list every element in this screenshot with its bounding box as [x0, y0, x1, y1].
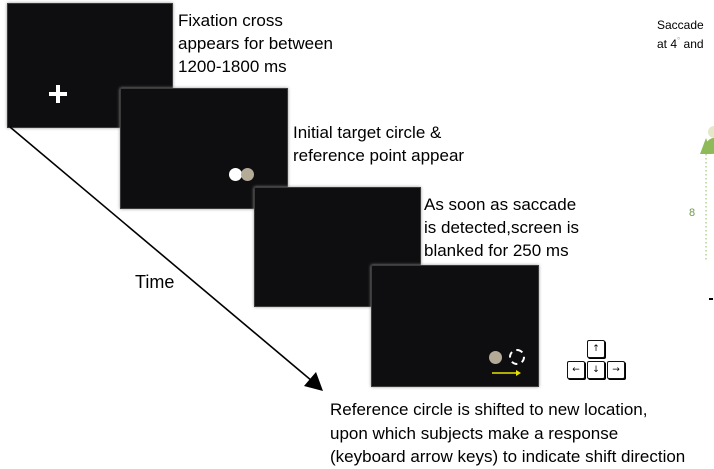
- degree-symbol: °: [677, 36, 681, 45]
- right-arrow-key-icon: →: [607, 361, 625, 379]
- shifted-location-circle: [509, 349, 525, 365]
- time-label: Time: [135, 272, 175, 292]
- shift-direction-arrow-icon: [492, 370, 521, 376]
- shift-screen: [372, 266, 538, 386]
- fixation-caption: Fixation cross appears for between 1200-…: [178, 11, 333, 76]
- side-green-circle: [706, 138, 714, 154]
- side-text-line2-prefix: at 4: [657, 37, 678, 51]
- time-arrow-head-icon: [304, 372, 323, 391]
- time-arrow-line: [9, 126, 313, 382]
- left-arrow-key-icon: ←: [567, 361, 585, 379]
- reference-circle: [489, 351, 502, 364]
- side-text-line1: Saccade: [657, 18, 704, 32]
- reference-circle: [241, 168, 254, 181]
- initial-caption: Initial target circle & reference point …: [293, 123, 465, 165]
- up-arrow-key-icon: ↑: [587, 340, 605, 358]
- side-tick-mark: [709, 298, 713, 300]
- side-axis-number: 8: [689, 207, 696, 219]
- shift-caption: Reference circle is shifted to new locat…: [330, 400, 686, 466]
- side-panel-text: Saccade at 4° and: [657, 17, 704, 52]
- blank-caption: As soon as saccade is detected,screen is…: [424, 195, 579, 260]
- side-text-line2-suffix: and: [680, 37, 704, 51]
- down-arrow-key-icon: ↓: [587, 361, 605, 379]
- fixation-cross-icon: [48, 84, 68, 104]
- target-circle: [229, 168, 242, 181]
- side-pale-circle: [708, 126, 714, 138]
